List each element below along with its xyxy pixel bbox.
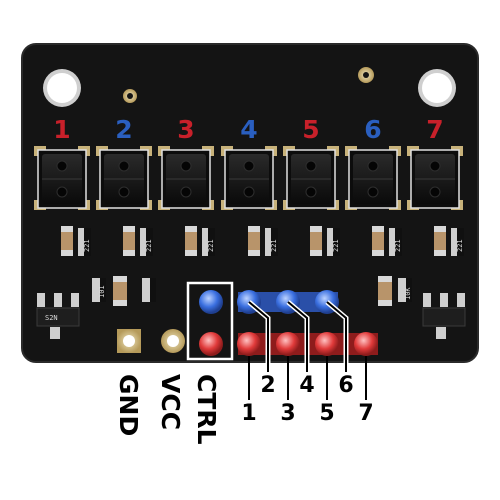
resistor-mark-3: 221	[207, 239, 215, 252]
channel-label-1: 1	[53, 115, 70, 144]
header-pin-top-0	[199, 290, 223, 314]
header-pin-bottom-1	[237, 332, 261, 356]
resistor-mark-4: 221	[270, 239, 278, 252]
channel-labels: 1 2 3 4 5 6 7	[53, 115, 443, 144]
header-pin-bottom-2	[276, 332, 300, 356]
reflectance-sensor-4	[221, 146, 277, 210]
gnd-pad	[117, 329, 141, 353]
reflectance-sensor-2	[96, 146, 152, 210]
ctrl-box	[186, 281, 234, 361]
resistor-pair-3: 221	[185, 226, 215, 256]
mounting-hole-right	[418, 69, 456, 107]
channel-label-7: 7	[426, 115, 443, 144]
channel-label-6: 6	[364, 115, 381, 144]
channel-label-2: 2	[115, 115, 132, 144]
pin-label-5: 5	[319, 401, 334, 426]
reflectance-sensor-5	[283, 146, 339, 210]
mounting-hole-left	[43, 69, 81, 107]
header-pin-bottom-3	[315, 332, 339, 356]
channel-label-3: 3	[177, 115, 194, 144]
pin-label-6: 6	[338, 373, 353, 398]
resistor-pair-5: 221	[310, 226, 340, 256]
resistor-pair-1: 221	[61, 226, 91, 256]
via-pad-left-hole	[127, 93, 133, 99]
reflectance-sensor-6	[345, 146, 401, 210]
callout-top-2	[326, 301, 347, 372]
channel-label-5: 5	[302, 115, 319, 144]
smd-resistor-10k-left	[142, 278, 156, 302]
mark-10k: 10K	[404, 287, 412, 300]
pin-callouts	[247, 300, 367, 400]
label-vcc: VCC	[156, 374, 185, 430]
smd-resistor-10k-right: 10K	[398, 278, 412, 302]
resistor-pair-7: 221	[434, 226, 464, 256]
via-pad-right-hole	[363, 72, 369, 78]
header-pins	[199, 290, 378, 356]
header-pin-bottom-0	[199, 332, 223, 356]
resistor-row: 221 221 221 221 221 221 221	[61, 226, 464, 256]
sensor-row	[34, 146, 463, 210]
reflectance-sensor-3	[158, 146, 214, 210]
resistor-pair-2: 221	[123, 226, 153, 256]
resistor-mark-6: 221	[394, 239, 402, 252]
smd-capacitor-right	[378, 276, 392, 306]
label-gnd: GND	[114, 374, 143, 436]
resistor-mark-5: 221	[332, 239, 340, 252]
vcc-pad	[161, 329, 185, 353]
reflectance-sensor-7	[407, 146, 463, 210]
reflectance-sensor-1	[34, 146, 90, 210]
callout-top-1	[287, 301, 308, 372]
pin-label-1: 1	[241, 401, 256, 426]
pin-label-2: 2	[260, 373, 275, 398]
resistor-mark-2: 221	[145, 239, 153, 252]
callout-top-0	[248, 301, 269, 372]
smd-resistor-101: 101	[92, 278, 106, 302]
channel-label-4: 4	[240, 115, 257, 144]
pin-label-4: 4	[299, 373, 314, 398]
transistor-block-left: S2N	[36, 293, 80, 339]
smd-capacitor-tan	[113, 276, 127, 306]
pin-label-3: 3	[280, 401, 295, 426]
label-ctrl: CTRL	[192, 374, 221, 445]
header-pin-bottom-4	[354, 332, 378, 356]
resistor-pair-6: 221	[372, 226, 402, 256]
transistor-block-right	[422, 293, 466, 339]
sot-mark-left: S2N	[45, 314, 58, 322]
resistor-pair-4: 221	[248, 226, 278, 256]
pin-label-7: 7	[358, 401, 373, 426]
resistor-mark-7: 221	[456, 239, 464, 252]
resistor-mark-1: 221	[83, 239, 91, 252]
mark-101: 101	[98, 285, 106, 298]
